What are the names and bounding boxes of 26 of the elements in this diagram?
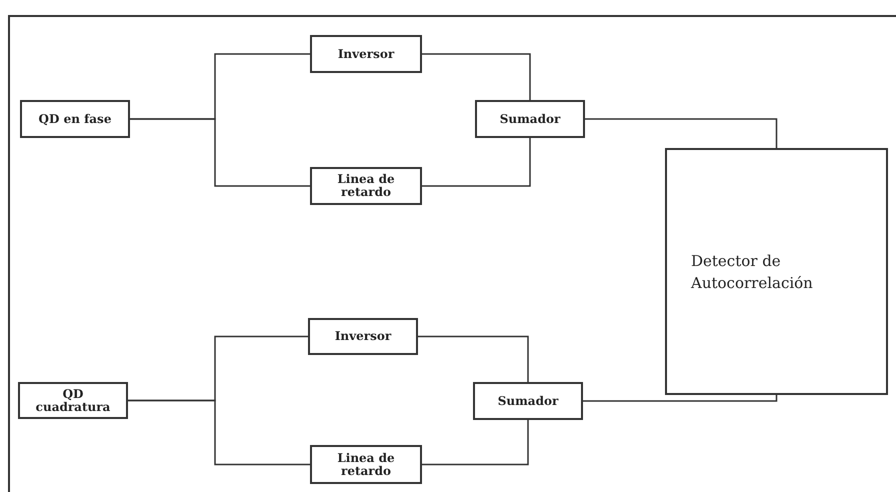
process-box (20, 100, 130, 138)
process-box (665, 148, 888, 395)
box-label: Inversor (338, 48, 394, 60)
process-box (310, 167, 422, 205)
connector-line (130, 118, 310, 187)
process-box (475, 100, 585, 138)
connector-line (422, 53, 531, 100)
connector-line (128, 400, 310, 466)
process-box (310, 445, 422, 484)
box-label: QD en fase (38, 112, 112, 126)
box-label: QD cuadratura (34, 388, 112, 414)
connector-line (422, 420, 529, 466)
box-label: Inversor (334, 330, 392, 343)
box-label: Sumador (500, 112, 560, 126)
process-box (18, 382, 128, 419)
box-label: Detector de Autocorrelación (691, 250, 811, 294)
process-box (310, 35, 422, 73)
box-label: Linea de retardo (336, 173, 396, 199)
connector-line (422, 138, 531, 187)
process-box (308, 318, 418, 355)
box-label: Linea de retardo (336, 452, 396, 478)
process-box (473, 382, 583, 420)
connector-line (585, 118, 778, 148)
connector-line (418, 336, 529, 382)
connector-line (583, 395, 778, 402)
box-label: Sumador (498, 394, 558, 408)
